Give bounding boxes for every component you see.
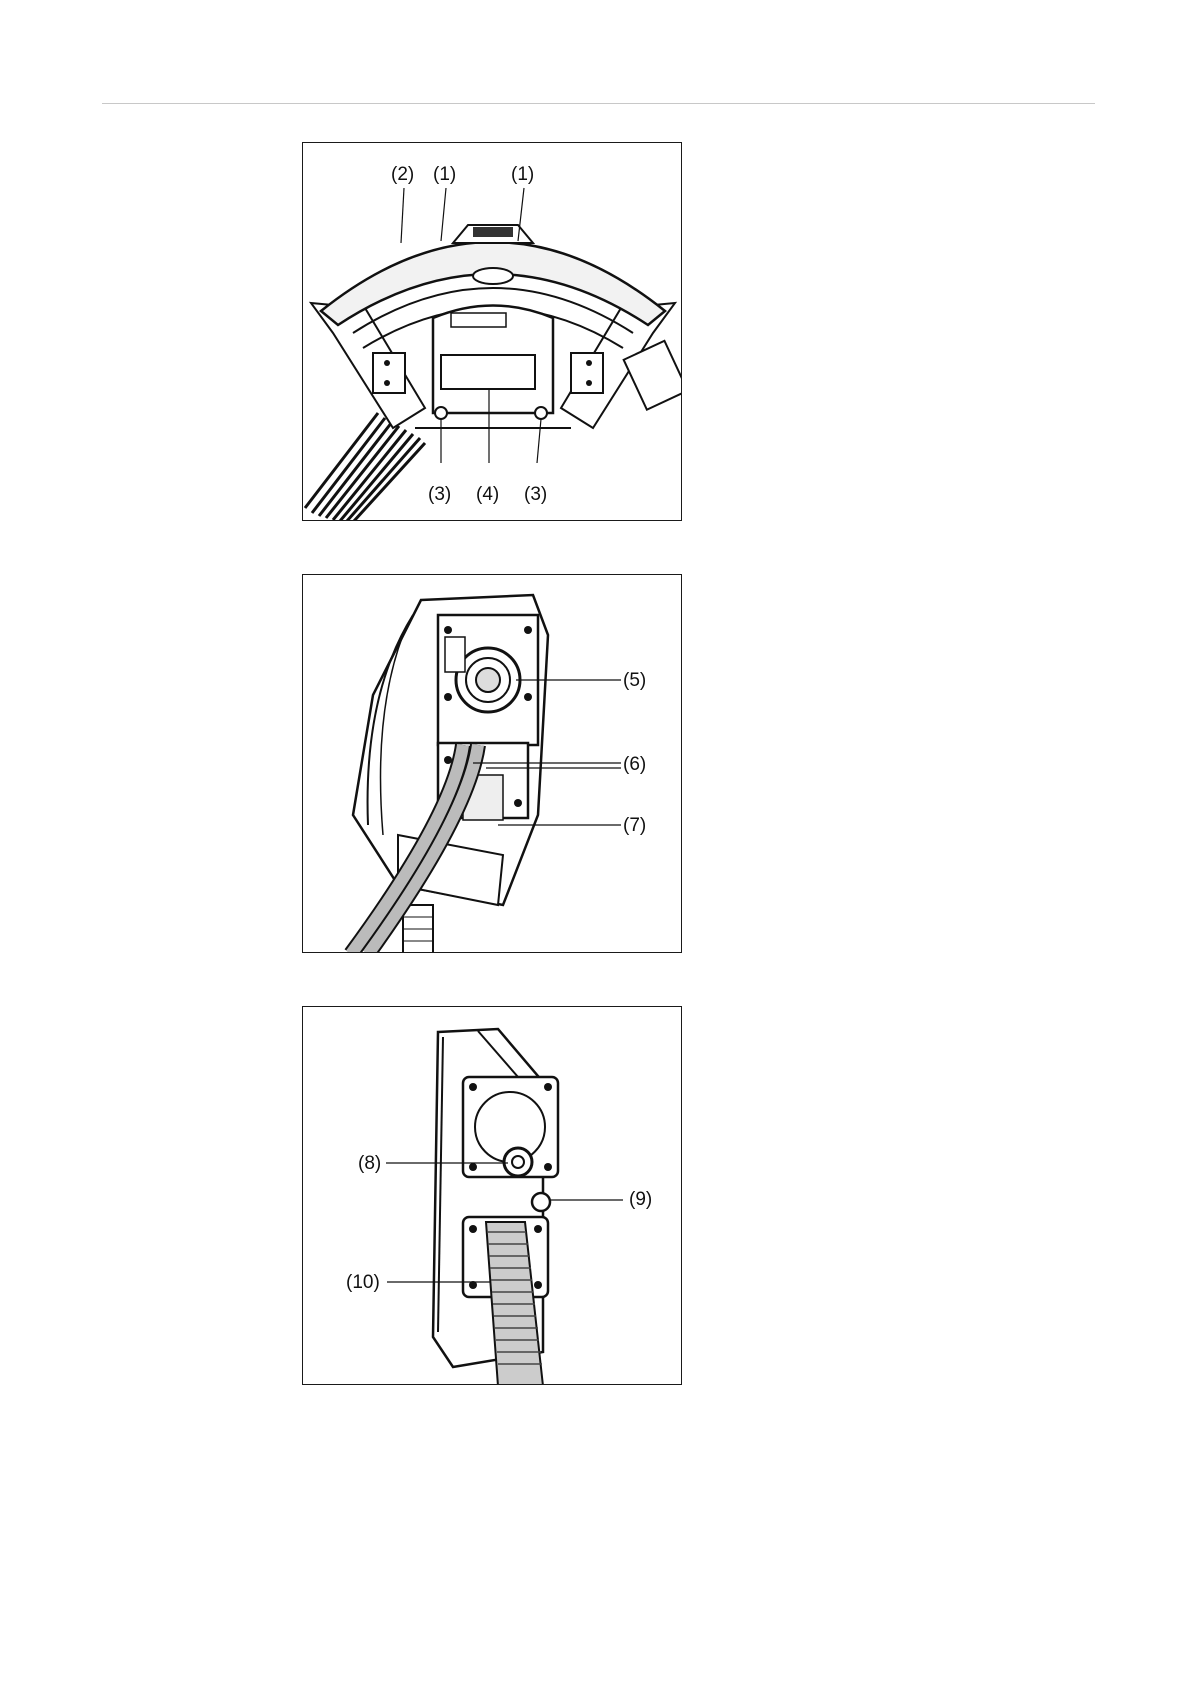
figure-rear-view: (8) (9) (10) <box>302 1006 682 1385</box>
callout-3b: (3) <box>524 485 547 504</box>
figure-side-view: (5) (6) (7) <box>302 574 682 953</box>
callout-1b: (1) <box>511 165 534 184</box>
header-rule <box>102 103 1095 104</box>
rear-view-illustration <box>303 1007 682 1385</box>
callout-1a: (1) <box>433 165 456 184</box>
callout-7: (7) <box>623 816 646 835</box>
callout-3a: (3) <box>428 485 451 504</box>
top-view-illustration <box>303 143 682 521</box>
callout-2: (2) <box>391 165 414 184</box>
callout-8: (8) <box>358 1154 381 1173</box>
callout-10: (10) <box>346 1273 380 1292</box>
figure-top-view: (2) (1) (1) (3) (4) (3) <box>302 142 682 521</box>
callout-4: (4) <box>476 485 499 504</box>
callout-5: (5) <box>623 671 646 690</box>
callout-6: (6) <box>623 755 646 774</box>
callout-9: (9) <box>629 1190 652 1209</box>
